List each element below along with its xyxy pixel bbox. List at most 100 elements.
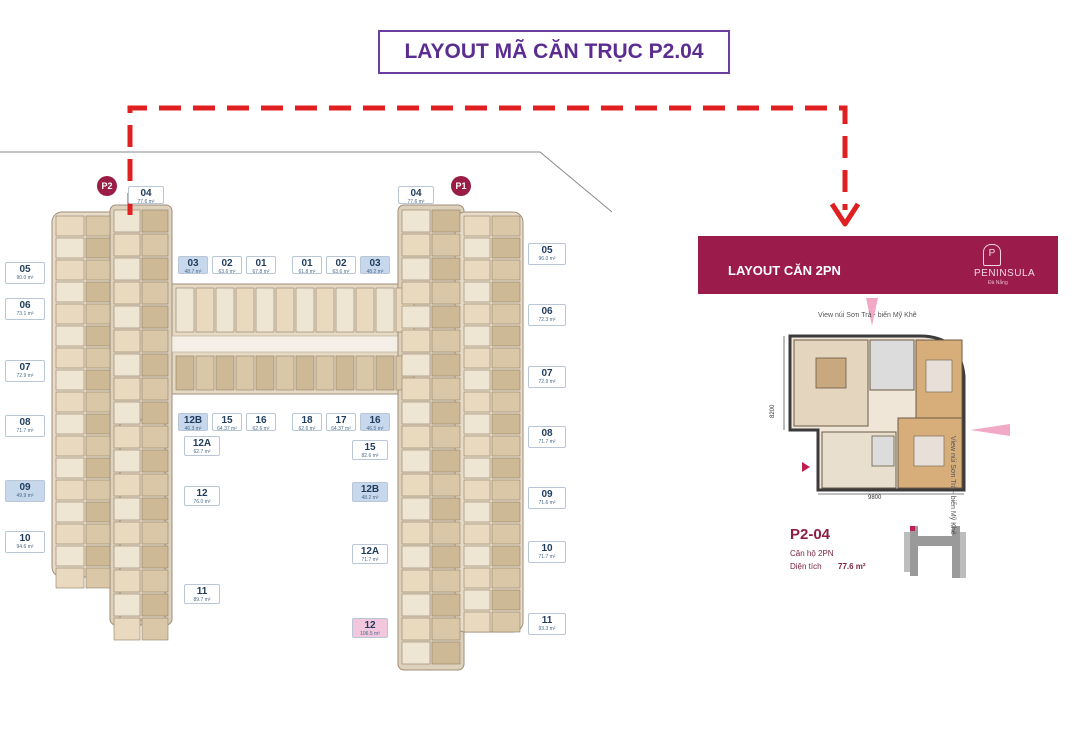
unit-label-p2-05[interactable]: 05 90.0 m² — [5, 262, 45, 284]
unit-area: 63.6 m² — [332, 269, 350, 275]
unit-label-p2-08[interactable]: 08 71.7 m² — [5, 415, 45, 437]
unit-label-mid-18[interactable]: 18 62.6 m² — [292, 413, 322, 432]
site-boundary — [0, 151, 613, 213]
room-cell — [401, 617, 431, 641]
room-cell — [401, 521, 431, 545]
unit-label-mid-17[interactable]: 17 64.37 m² — [326, 413, 356, 432]
unit-area: 71.6 m² — [538, 500, 556, 506]
unit-label-p2-07[interactable]: 07 72.9 m² — [5, 360, 45, 382]
view-arrow-right-icon — [970, 424, 1010, 436]
unit-label-p2-04[interactable]: 04 77.6 m² — [128, 186, 164, 205]
room-cell — [401, 641, 431, 665]
unit-label-p1-08[interactable]: 08 71.7 m² — [528, 426, 566, 448]
room-cell — [55, 237, 85, 259]
room-cell — [401, 329, 431, 353]
room-cell — [491, 391, 521, 413]
unit-area-label: Diện tích — [790, 562, 822, 571]
room-cell — [113, 305, 141, 329]
room-cell — [431, 329, 461, 353]
unit-label-p2-09[interactable]: 09 49.9 m² — [5, 480, 45, 502]
unit-label-top-03-right[interactable]: 03 48.2 m² — [360, 256, 390, 275]
room-cell — [55, 413, 85, 435]
unit-label-mid-16-right[interactable]: 16 46.5 m² — [360, 413, 390, 432]
layout-card-title: LAYOUT CĂN 2PN — [728, 263, 841, 278]
unit-label-top-03-left[interactable]: 03 48.7 m² — [178, 256, 208, 275]
unit-code: 12A — [360, 546, 380, 557]
room-cell — [491, 259, 521, 281]
unit-label-p2-06[interactable]: 06 73.1 m² — [5, 298, 45, 320]
room-cell — [141, 545, 169, 569]
unit-label-p1-12[interactable]: 12 106.5 m² — [352, 618, 388, 638]
unit-label-p1-12b[interactable]: 12B 48.2 m² — [352, 482, 388, 502]
room-cell — [85, 567, 111, 589]
unit-label-p1-11[interactable]: 11 93.3 m² — [528, 613, 566, 635]
room-cell — [491, 303, 521, 325]
room-cell — [55, 303, 85, 325]
room-cell — [85, 259, 111, 281]
unit-type: Căn hộ 2PN — [790, 549, 834, 558]
unit-label-p1-09[interactable]: 09 71.6 m² — [528, 487, 566, 509]
room-cell — [401, 281, 431, 305]
layout-card-header: LAYOUT CĂN 2PN P PENINSULA Đà Nẵng — [698, 236, 1058, 294]
unit-code: 05 — [541, 245, 553, 256]
room-cell — [491, 545, 521, 567]
unit-label-p1-07[interactable]: 07 72.9 m² — [528, 366, 566, 388]
unit-label-p1-04[interactable]: 04 77.6 m² — [398, 186, 434, 205]
room-cell — [491, 611, 521, 633]
unit-label-p1-06[interactable]: 06 72.3 m² — [528, 304, 566, 326]
room-cell — [113, 377, 141, 401]
unit-label-mid-16-left[interactable]: 16 62.6 m² — [246, 413, 276, 432]
room-cell — [55, 479, 85, 501]
room-cell — [431, 257, 461, 281]
unit-code: 02 — [335, 258, 347, 269]
key-plan-icon — [904, 526, 966, 578]
room-cell — [431, 425, 461, 449]
unit-label-top-01-right[interactable]: 01 61.8 m² — [292, 256, 322, 275]
room-cell — [431, 545, 461, 569]
room-cell — [141, 401, 169, 425]
room-cell — [141, 473, 169, 497]
unit-label-p2-11[interactable]: 11 89.7 m² — [184, 584, 220, 604]
room-cell — [431, 449, 461, 473]
room-cell — [431, 305, 461, 329]
room-cell — [55, 369, 85, 391]
room-cell — [431, 497, 461, 521]
unit-label-mid-15[interactable]: 15 64.37 m² — [212, 413, 242, 432]
unit-label-top-02-right[interactable]: 02 63.6 m² — [326, 256, 356, 275]
room-cell — [85, 501, 111, 523]
unit-label-p2-12a[interactable]: 12A 62.7 m² — [184, 436, 220, 456]
room-cell — [255, 355, 275, 391]
room-cell — [175, 355, 195, 391]
unit-area: 71.7 m² — [538, 554, 556, 560]
unit-label-p2-12[interactable]: 12 76.0 m² — [184, 486, 220, 506]
unit-label-top-02-left[interactable]: 02 63.6 m² — [212, 256, 242, 275]
room-cell — [463, 347, 491, 369]
unit-label-p1-05[interactable]: 05 96.0 m² — [528, 243, 566, 265]
unit-label-top-01-left[interactable]: 01 67.8 m² — [246, 256, 276, 275]
room-cell — [55, 281, 85, 303]
unit-code: 06 — [541, 306, 553, 317]
room-cell — [401, 449, 431, 473]
brand-city: Đà Nẵng — [988, 280, 1008, 286]
unit-label-mid-12b[interactable]: 12B 46.3 m² — [178, 413, 208, 432]
room-cell — [113, 497, 141, 521]
unit-label-p1-15[interactable]: 15 82.6 m² — [352, 440, 388, 460]
unit-area: 106.5 m² — [360, 631, 380, 637]
room-cell — [55, 435, 85, 457]
room-cell — [491, 523, 521, 545]
room-cell — [463, 457, 491, 479]
room-cell — [235, 355, 255, 391]
unit-label-p2-10[interactable]: 10 94.6 m² — [5, 531, 45, 553]
room-cell — [85, 435, 111, 457]
unit-area: 46.5 m² — [366, 426, 384, 432]
unit-label-p1-10[interactable]: 10 71.7 m² — [528, 541, 566, 563]
unit-area: 63.6 m² — [218, 269, 236, 275]
room-cell — [141, 233, 169, 257]
unit-code: 17 — [335, 415, 347, 426]
room-cell — [113, 281, 141, 305]
unit-code: 02 — [221, 258, 233, 269]
unit-label-p1-12a[interactable]: 12A 71.7 m² — [352, 544, 388, 564]
layout-card: LAYOUT CĂN 2PN P PENINSULA Đà Nẵng — [698, 236, 1058, 596]
room-cell — [295, 287, 315, 333]
